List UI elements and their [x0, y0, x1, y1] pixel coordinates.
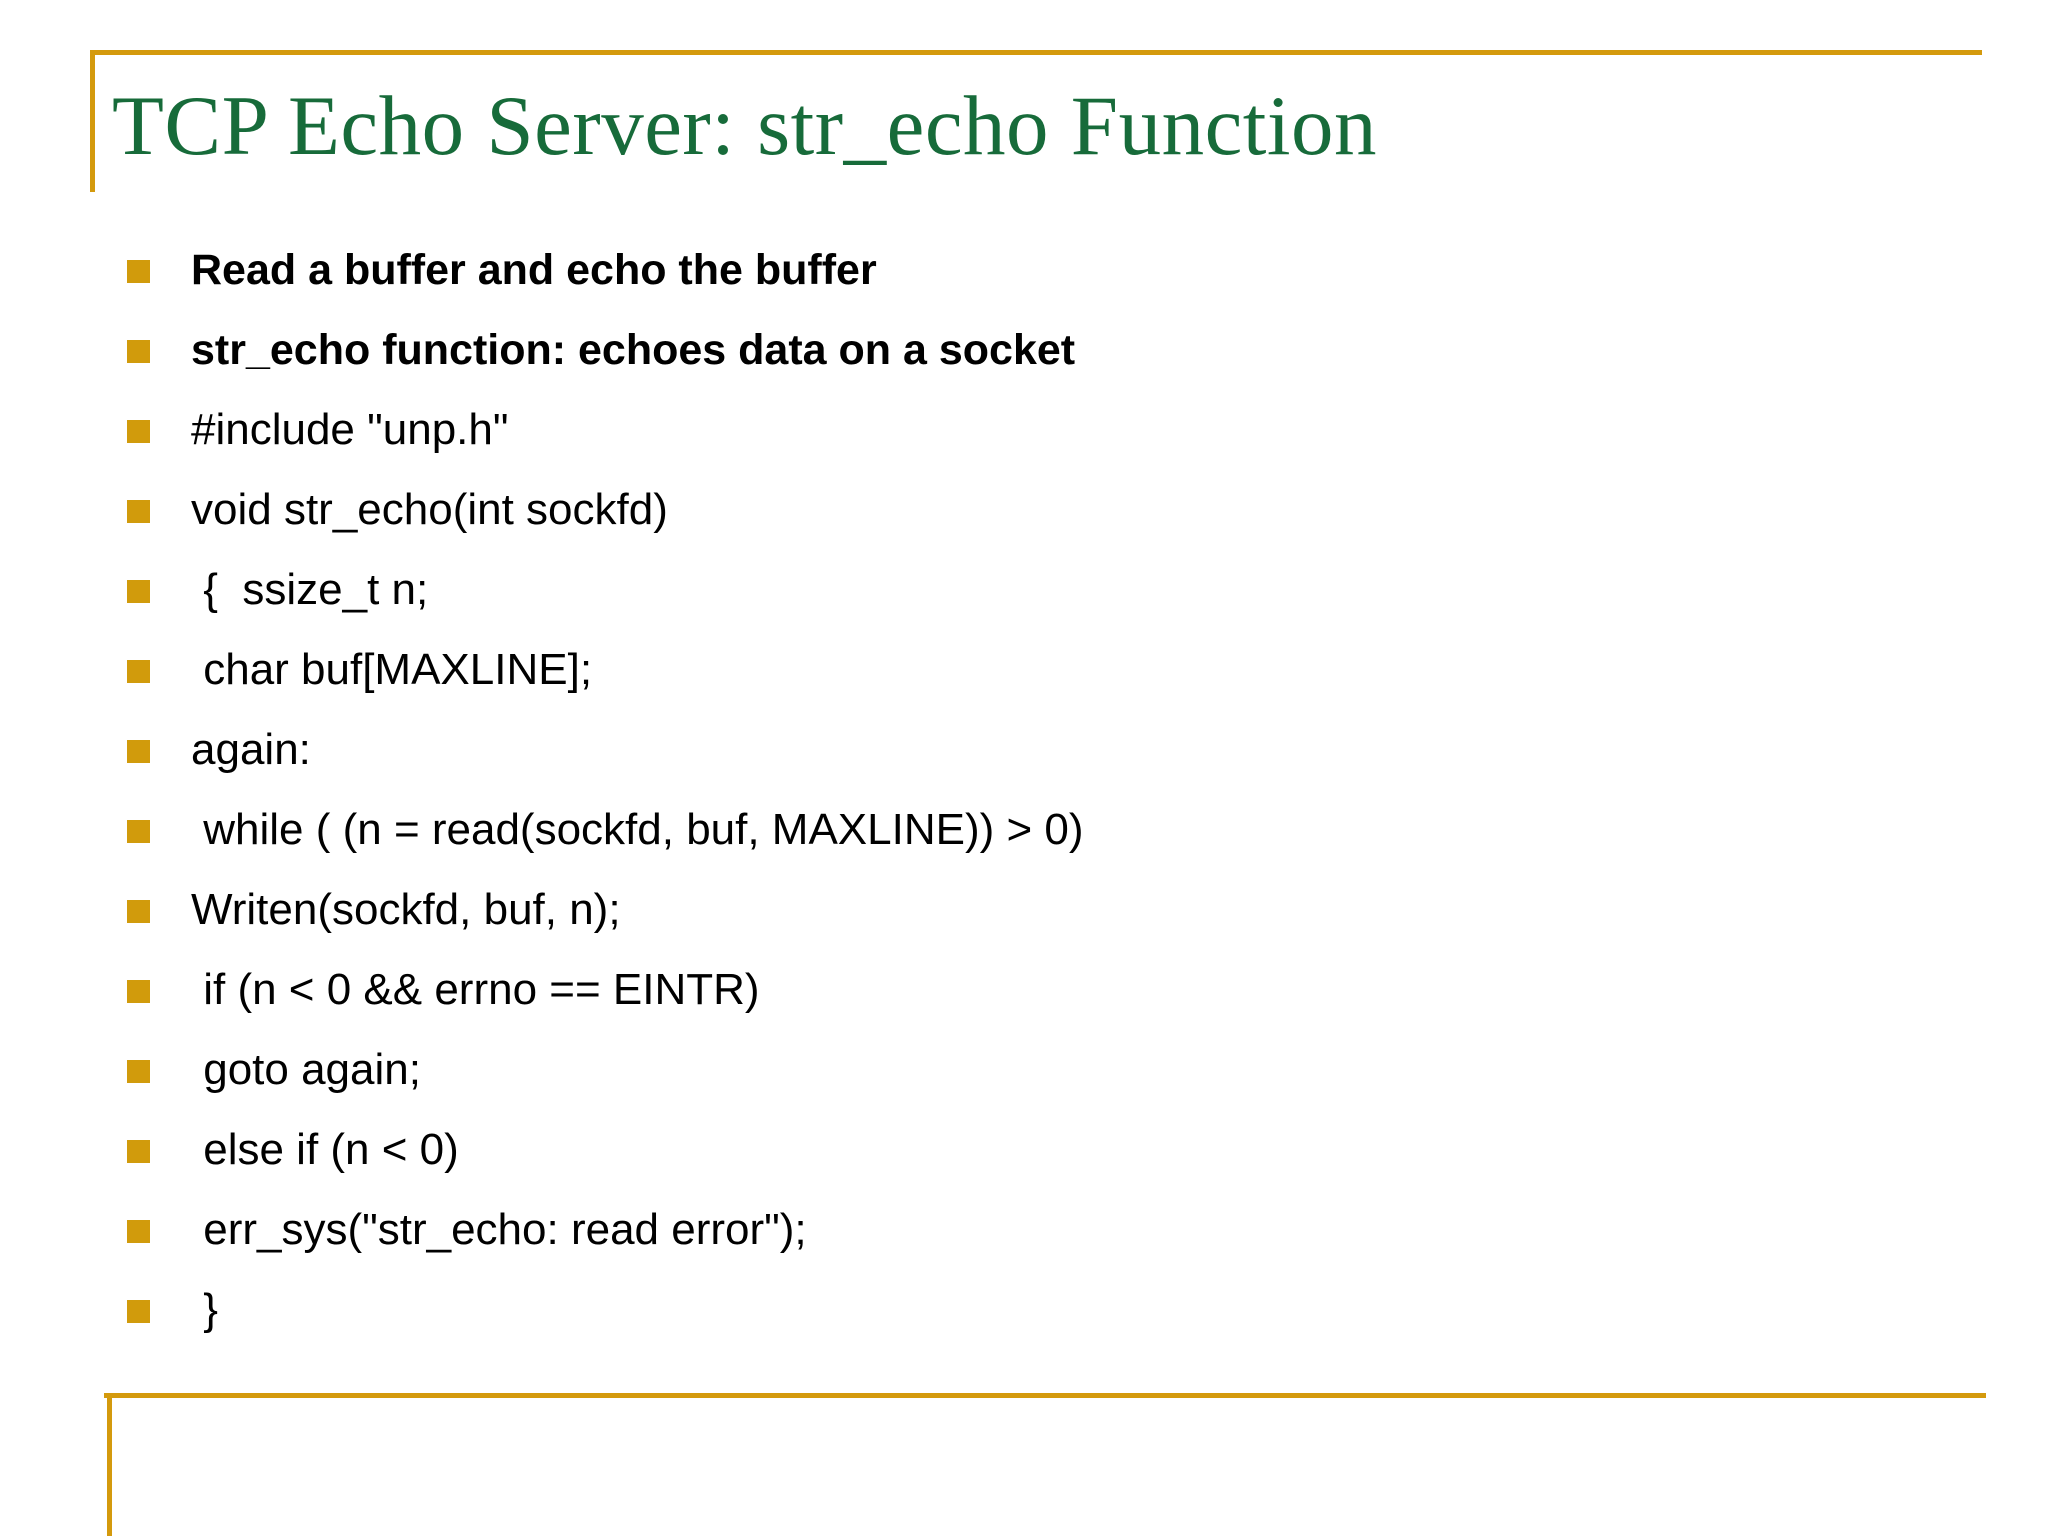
bullet-square-icon [127, 420, 150, 443]
bullet-list: Read a buffer and echo the buffer str_ech… [0, 240, 2048, 1360]
list-item-label: { ssize_t n; [191, 565, 429, 614]
list-item-label: again: [191, 725, 311, 774]
bullet-square-icon [127, 980, 150, 1003]
list-item: err_sys("str_echo: read error"); [0, 1200, 2048, 1280]
bottom-left-vertical-rule-decoration [107, 1393, 112, 1536]
list-item-label: Read a buffer and echo the buffer [191, 246, 877, 294]
list-item: else if (n < 0) [0, 1120, 2048, 1200]
top-left-vertical-rule-decoration [90, 50, 95, 192]
bullet-square-icon [127, 1140, 150, 1163]
bullet-square-icon [127, 500, 150, 523]
list-item-label: void str_echo(int sockfd) [191, 485, 668, 534]
bullet-square-icon [127, 260, 150, 283]
list-item-label: #include "unp.h" [191, 405, 509, 454]
bullet-square-icon [127, 1060, 150, 1083]
bullet-square-icon [127, 580, 150, 603]
list-item-label: str_echo function: echoes data on a sock… [191, 326, 1076, 374]
list-item: void str_echo(int sockfd) [0, 480, 2048, 560]
list-item: again: [0, 720, 2048, 800]
list-item-label: else if (n < 0) [191, 1125, 459, 1174]
list-item: Writen(sockfd, buf, n); [0, 880, 2048, 960]
bullet-square-icon [127, 1300, 150, 1323]
bullet-square-icon [127, 740, 150, 763]
bullet-square-icon [127, 820, 150, 843]
list-item-label: } [191, 1285, 218, 1334]
list-item: } [0, 1280, 2048, 1360]
bullet-square-icon [127, 660, 150, 683]
list-item-label: goto again; [191, 1045, 421, 1094]
slide-title: TCP Echo Server: str_echo Function [112, 79, 1378, 173]
list-item: char buf[MAXLINE]; [0, 640, 2048, 720]
list-item: if (n < 0 && errno == EINTR) [0, 960, 2048, 1040]
list-item-label: while ( (n = read(sockfd, buf, MAXLINE))… [191, 805, 1084, 854]
bullet-square-icon [127, 900, 150, 923]
list-item-label: Writen(sockfd, buf, n); [191, 885, 621, 934]
list-item: #include "unp.h" [0, 400, 2048, 480]
bullet-square-icon [127, 1220, 150, 1243]
list-item-label: if (n < 0 && errno == EINTR) [191, 965, 760, 1014]
list-item: goto again; [0, 1040, 2048, 1120]
list-item-label: err_sys("str_echo: read error"); [191, 1205, 807, 1254]
bullet-square-icon [127, 340, 150, 363]
top-rule-decoration [90, 50, 1982, 55]
list-item: { ssize_t n; [0, 560, 2048, 640]
list-item: str_echo function: echoes data on a sock… [0, 320, 2048, 400]
list-item: while ( (n = read(sockfd, buf, MAXLINE))… [0, 800, 2048, 880]
list-item: Read a buffer and echo the buffer [0, 240, 2048, 320]
list-item-label: char buf[MAXLINE]; [191, 645, 593, 694]
bottom-rule-decoration [104, 1393, 1986, 1398]
